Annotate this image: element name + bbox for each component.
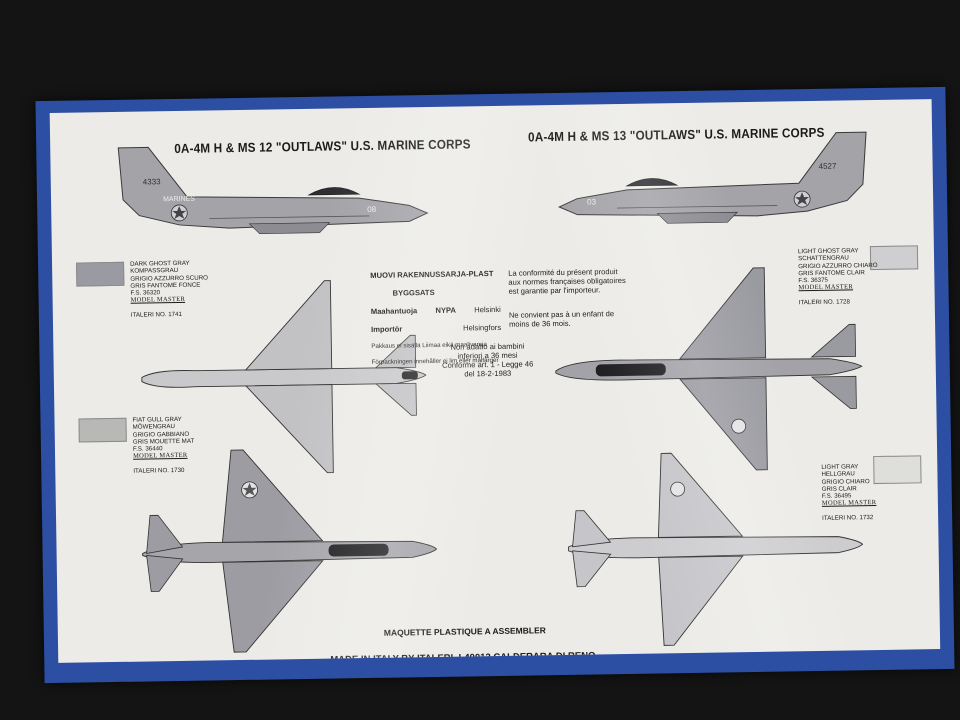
left-bottom-view-aircraft [142,449,438,653]
right-top-view-aircraft [555,267,863,471]
fiat-gull-gray-label: FIAT GULL GRAY MÖWENGRAU GRIGIO GABBIANO… [132,409,194,475]
dark-ghost-gray-swatch [76,261,125,287]
fiat-gull-gray-swatch [78,417,127,443]
right-nose-number: 03 [587,197,597,206]
dark-ghost-gray-brand: MODEL MASTER [130,296,186,304]
importer-label-sv: Importör [371,324,403,334]
light-gray-names: LIGHT GRAY HELLGRAU GRIGIO CHIARO GRIS C… [821,463,870,500]
fiat-gull-gray-code: ITALERI NO. 1730 [133,466,185,475]
italian-age-warning: Non adatto ai bambini inferiori a 36 mes… [442,341,534,379]
light-gray-label: LIGHT GRAY HELLGRAU GRIGIO CHIARO GRIS C… [821,456,876,522]
left-top-view-aircraft [141,280,427,474]
finnish-heading: MUOVI RAKENNUSSARJA-PLAST [370,269,494,280]
dark-ghost-gray-label: DARK GHOST GRAY KOMPASSGRAU GRIGIO AZZUR… [130,252,209,318]
importer-city-fi: Helsinki [474,304,501,315]
light-gray-brand: MODEL MASTER [821,499,877,508]
left-tail-text: MARINES [163,196,195,204]
light-gray-swatch [873,455,922,485]
light-ghost-gray-code: ITALERI NO. 1728 [798,298,850,306]
french-age-warning: Ne convient pas à un enfant de moins de … [508,309,615,329]
dark-ghost-gray-names: DARK GHOST GRAY KOMPASSGRAU GRIGIO AZZUR… [130,259,209,297]
model-kit-box: 0A-4M H & MS 12 "OUTLAWS" U.S. MARINE CO… [35,86,955,684]
french-conformity: La conformité du présent produit aux nor… [508,267,626,296]
importer-line-1: Maahantuoja NYPA Helsinki [371,305,501,316]
importer-city-sv: Helsingfors [463,322,502,333]
right-side-view-aircraft: 4527 03 [557,131,867,224]
fiat-gull-gray-names: FIAT GULL GRAY MÖWENGRAU GRIGIO GABBIANO… [132,416,195,453]
french-notice: La conformité du présent produit aux nor… [508,257,659,337]
left-nose-number: 08 [367,205,377,214]
importer-line-2: Importör Helsingfors [371,323,501,334]
left-side-view-aircraft: 4333 MARINES 08 [117,146,429,234]
swedish-heading: BYGGSATS [392,287,435,298]
importer-label-fi: Maahantuoja [370,306,418,316]
dark-ghost-gray-code: ITALERI NO. 1741 [130,310,183,319]
light-gray-code: ITALERI NO. 1732 [822,513,874,522]
fiat-gull-gray-brand: MODEL MASTER [133,452,188,460]
right-bottom-view-aircraft [568,452,864,646]
maquette-text: MAQUETTE PLASTIQUE A ASSEMBLER [383,625,546,638]
light-ghost-gray-label: LIGHT GHOST GRAY SCHATTENGRAU GRIGIO AZZ… [798,240,878,306]
box-back-panel: 0A-4M H & MS 12 "OUTLAWS" U.S. MARINE CO… [49,99,941,663]
left-tail-number: 4333 [143,177,161,186]
light-ghost-gray-brand: MODEL MASTER [798,283,854,292]
importer-name: NYPA [435,305,457,315]
light-ghost-gray-names: LIGHT GHOST GRAY SCHATTENGRAU GRIGIO AZZ… [797,247,878,285]
right-tail-number: 4527 [819,162,837,171]
